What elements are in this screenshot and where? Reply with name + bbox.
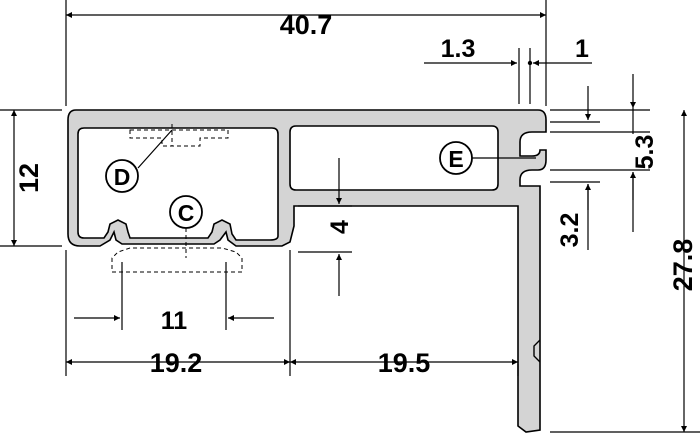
callout-c: C [169, 195, 203, 229]
dim-step: 4 [326, 220, 354, 234]
dim-opening: 11 [161, 307, 188, 335]
dim-overall-height: 27.8 [668, 239, 698, 292]
right-cavity [289, 125, 499, 191]
dim-overall-width: 40.7 [280, 10, 333, 40]
callout-d-label: D [114, 164, 131, 190]
leg-groove [533, 339, 541, 363]
dim-slot-top: 5.3 [631, 135, 659, 170]
dim-middle-width: 19.5 [378, 348, 431, 378]
callout-e-label: E [448, 146, 463, 172]
reference-dot [527, 60, 533, 66]
callout-c-label: C [178, 200, 195, 226]
dim-right-lip: 1 [575, 35, 589, 63]
dim-left-width: 19.2 [150, 348, 203, 378]
dim-slot-bottom: 3.2 [556, 213, 584, 248]
callout-d: D [105, 159, 139, 193]
dim-left-height: 12 [14, 163, 44, 193]
left-cavity [77, 127, 279, 241]
insert-d-dashed [129, 124, 229, 147]
dim-right-wall: 1.3 [441, 35, 476, 63]
callout-e: E [439, 141, 473, 175]
